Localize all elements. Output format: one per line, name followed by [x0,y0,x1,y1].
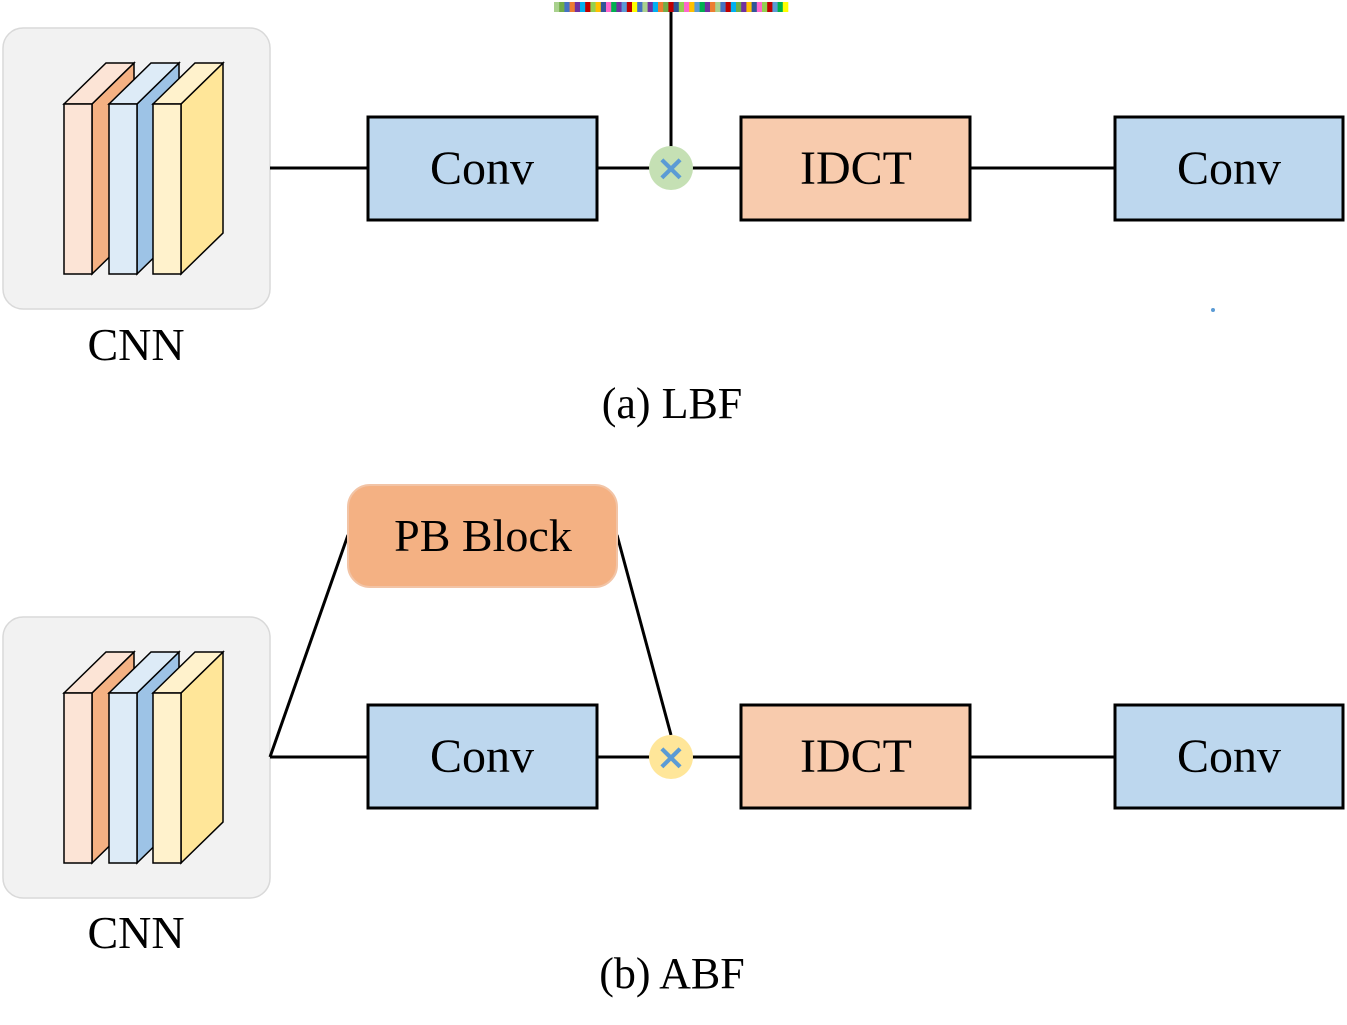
multiply-node-b [649,735,693,779]
diagram-lbf: CNN Conv × IDCT Conv (a) LBF [2,2,1345,428]
conv-label-a1: Conv [430,142,534,195]
frequency-bar-cell [678,2,685,12]
cnn-layers-icon-b [62,650,225,865]
diagram-abf: CNN PB Block Conv × IDCT Conv (b) ABF [2,484,1345,998]
frequency-bar-cell [580,2,586,12]
frequency-bar-cell [782,2,789,12]
cnn-label-a: CNN [87,319,184,370]
multiply-icon-a: × [656,148,686,189]
frequency-weight-bar [554,2,789,12]
frequency-bar-cell [767,2,773,12]
cnn-layer-front-yellow [152,692,182,864]
caption-b: (b) ABF [599,949,744,998]
frequency-bar-cell [668,2,674,12]
cnn-layer-front-orange [63,692,93,864]
pb-block-label: PB Block [394,510,572,561]
line-pb-mult-b [615,534,673,736]
frequency-bar-cell [621,2,628,12]
frequency-bar-cell [746,2,752,12]
frequency-bar-cell [606,2,612,12]
frequency-bar-cell [611,2,617,12]
frequency-bar-cell [554,2,560,12]
conv-label-a2: Conv [1177,142,1281,195]
multiply-icon-b: × [656,737,686,778]
caption-a: (a) LBF [602,379,743,428]
cnn-layer-front-orange [63,103,93,275]
frequency-bar-cell [751,2,758,12]
multiply-node-a [649,146,693,190]
frequency-bar-cell [590,2,596,12]
frequency-bar-cell [710,2,716,12]
frequency-bar-cell [762,2,768,12]
idct-block-b [739,703,972,810]
conv-block-a2 [1113,115,1345,222]
frequency-bar-cell [736,2,742,12]
frequency-bar-cell [772,2,778,12]
cnn-layers-icon-a [62,61,225,276]
idct-label-a: IDCT [800,142,912,195]
frequency-bar-cell [574,2,581,12]
cnn-layer-front-blue [108,103,138,275]
frequency-bar-cell [694,2,700,12]
conv-label-b1: Conv [430,730,534,783]
pb-block [347,484,618,588]
frequency-bar-cell [777,2,784,12]
frequency-bar-cell [616,2,622,12]
conv-block-a1 [366,115,599,222]
frequency-bar-cell [715,2,721,12]
cnn-layer-front-blue [108,692,138,864]
cnn-label-b: CNN [87,907,184,958]
idct-block-a [739,115,972,222]
frequency-bar-cell [564,2,570,12]
conv-block-b2 [1113,703,1345,810]
frequency-bar-cell [652,2,659,12]
frequency-bar-cell [658,2,664,12]
frequency-bar-cell [689,2,695,12]
frequency-bar-cell [684,2,690,12]
cnn-layer-front-yellow [152,103,182,275]
conv-label-b2: Conv [1177,730,1281,783]
frequency-bar-cell [725,2,732,12]
frequency-bar-cell [600,2,607,12]
stray-dot [1211,308,1215,312]
frequency-bar-cell [642,2,648,12]
frequency-bar-cell [730,2,737,12]
frequency-bar-cell [699,2,706,12]
frequency-bar-cell [741,2,747,12]
frequency-bar-cell [569,2,576,12]
idct-label-b: IDCT [800,730,912,783]
frequency-bar-cell [673,2,680,12]
frequency-bar-cell [647,2,654,12]
frequency-bar-cell [626,2,633,12]
conv-block-b1 [366,703,599,810]
frequency-bar-cell [595,2,602,12]
frequency-bar-cell [637,2,643,12]
frequency-bar-cell [585,2,591,12]
frequency-bar-cell [756,2,763,12]
line-cnn-pb-b [268,534,350,758]
frequency-bar-cell [704,2,711,12]
frequency-bar-cell [720,2,726,12]
frequency-bar-cell [632,2,638,12]
frequency-bar-cell [559,2,565,12]
frequency-bar-cell [663,2,669,12]
